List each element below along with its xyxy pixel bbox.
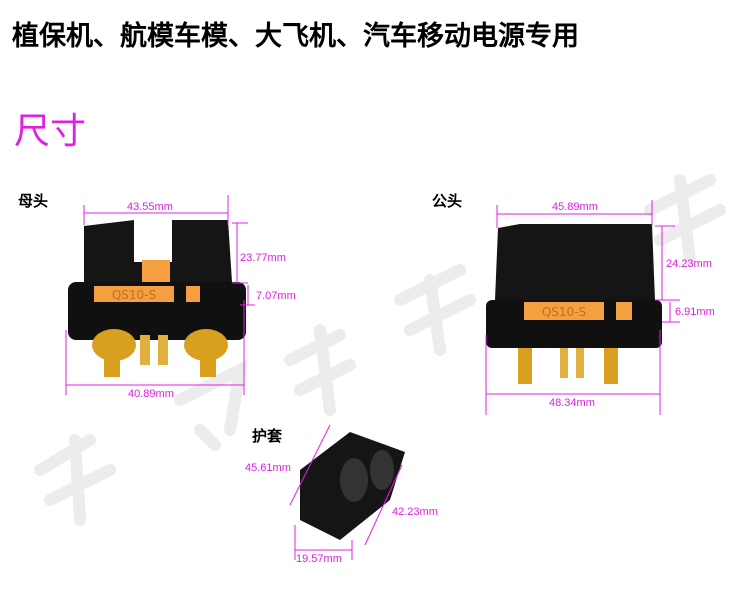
section-title: 尺寸 <box>14 111 87 152</box>
sleeve-label: 护套 <box>252 427 283 445</box>
sleeve-length: 45.61mm <box>245 462 291 474</box>
male-band-height: 6.91mm <box>675 306 715 318</box>
female-model-text: QS10-S <box>112 288 156 302</box>
sleeve <box>300 432 405 540</box>
male-model-text: QS10-S <box>542 305 586 319</box>
female-bottom-width: 40.89mm <box>128 388 174 400</box>
female-connector: QS10-S <box>68 220 246 377</box>
watermark-glyph <box>34 434 116 526</box>
watermark-glyph <box>394 264 476 356</box>
sleeve-width: 42.23mm <box>392 506 438 518</box>
female-top-width: 43.55mm <box>127 201 173 213</box>
male-bottom-width: 48.34mm <box>549 397 595 409</box>
female-label: 母头 <box>18 192 49 210</box>
watermark-glyph <box>644 174 726 266</box>
sleeve-thickness: 19.57mm <box>296 553 342 565</box>
watermark-glyph <box>174 359 248 451</box>
watermark-glyph <box>284 324 356 416</box>
female-band-height: 7.07mm <box>256 290 296 302</box>
female-upper-height: 23.77mm <box>240 252 286 264</box>
headline: 植保机、航模车模、大飞机、汽车移动电源专用 <box>12 21 579 52</box>
male-connector: QS10-S <box>486 224 662 384</box>
male-upper-height: 24.23mm <box>666 258 712 270</box>
dimension-lines <box>65 195 680 560</box>
male-top-width: 45.89mm <box>552 201 598 213</box>
male-label: 公头 <box>432 192 463 210</box>
